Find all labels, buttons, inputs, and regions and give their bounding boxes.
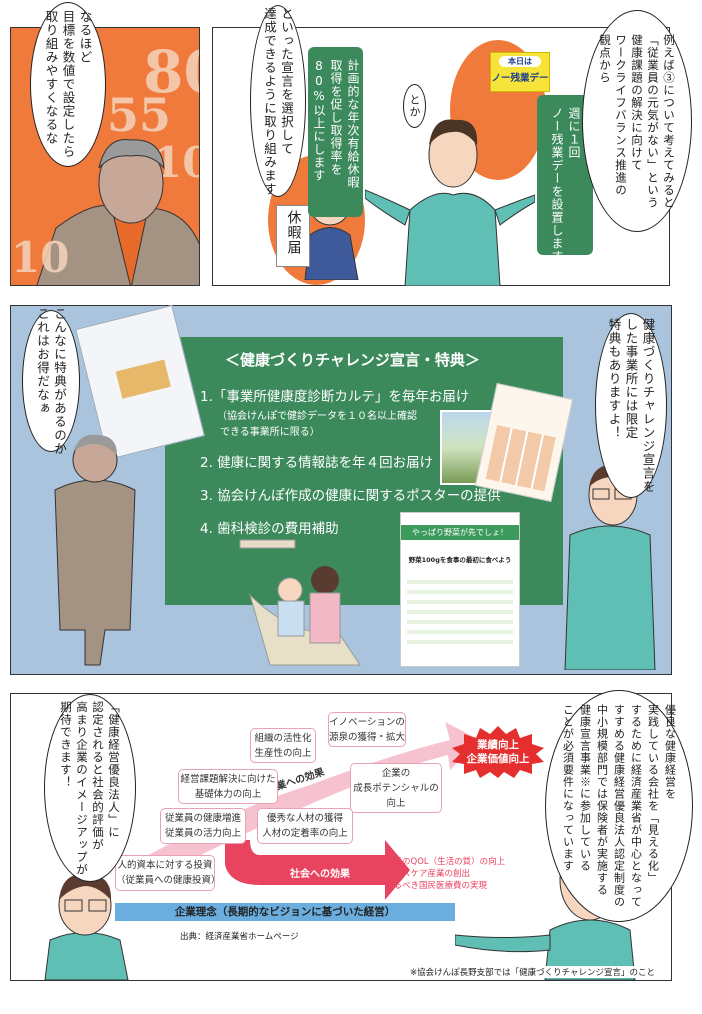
- result-burst: [452, 726, 544, 778]
- speech-bubble: 「健康経営優良法人」に 認定されると社会的評価が 高まり企業のイメージアップが …: [44, 694, 136, 882]
- benefit-item: 4. 歯科検診の費用補助: [200, 521, 339, 537]
- diagram-box-invest: 人的資本に対する投資 （従業員への健康投資）: [115, 855, 221, 891]
- philosophy-band: 企業理念（長期的なビジョンに基づいた経営）: [115, 903, 455, 921]
- employee-figure: [365, 119, 535, 286]
- employee-figure-left: [44, 873, 129, 980]
- diagram-box-base: 経営課題解決に向けた 基礎体力の向上: [178, 769, 278, 804]
- benefit-item: 2. 健康に関する情報誌を年４回お届け: [200, 455, 434, 471]
- speech-bubble: なるほど 目標を数値で設定したら 取り組みやすくなるな: [30, 2, 106, 167]
- manager-figure: [54, 434, 136, 666]
- speech-bubble: こんなに特典があるのか これはお得だなぁ: [22, 307, 80, 455]
- social-effect-label: 社会への効果: [290, 869, 350, 880]
- diagram-box-talent: 優秀な人材の獲得 人材の定着率の向上: [257, 808, 353, 844]
- bg-number: 80: [143, 38, 199, 106]
- leave-form: 休暇届: [276, 205, 310, 267]
- social-results: 国民のQOL（生活の質）の向上 ヘルスケア産業の創出 あるべき国民医療費の実現: [385, 857, 506, 891]
- diagram-box-health: 従業員の健康増進 従業員の活力向上: [160, 808, 246, 844]
- benefit-item: 1.「事業所健康度診断カルテ」を毎年お届け: [200, 389, 470, 405]
- source-note: 出典：経済産業省ホームページ: [180, 932, 299, 942]
- benefit-note: できる事業所に限る）: [220, 427, 320, 438]
- no-overtime-sign: 本日は ノー残業デー: [490, 52, 550, 92]
- benefit-item: 3. 協会けんぽ作成の健康に関するポスターの提供: [200, 488, 501, 504]
- dentist-illustration: [239, 539, 361, 666]
- diagram-box-potential: 企業の 成長ポテンシャルの 向上: [350, 763, 442, 813]
- diagram-box-org: 組織の活性化 生産性の向上: [250, 728, 316, 763]
- board-title: ＜健康づくりチャレンジ宣言・特典＞: [225, 351, 480, 369]
- diagram-box-innovation: イノベーションの 源泉の獲得・拡大: [328, 712, 406, 747]
- speech-bubble: 健康づくりチャレンジ宣言を した事業所には限定 特典もありますよ！: [595, 313, 667, 498]
- bubble-text: なるほど 目標を数値で設定したら 取り組みやすくなるな: [43, 10, 93, 159]
- declaration-box: 計画的な年次有給休暇 取得を促し取得率を 80%以上にします: [308, 47, 363, 217]
- vegetable-leaflet: やっぱり野菜が先でしょ！ 野菜100gを食事の最初に食べよう: [400, 512, 520, 667]
- result-text: 業績向上 企業価値向上: [466, 739, 530, 765]
- speech-bubble: といった宣言を選択して 達成できるように取り組みます: [250, 5, 306, 197]
- speech-bubble: 例えば③について考えてみると 「従業員の元気がない」という 健康課題の解決に向け…: [582, 10, 692, 232]
- bg-number: 10: [11, 233, 70, 282]
- manager-figure: [36, 139, 199, 285]
- benefit-note: （協会けんぽで健診データを１０名以上確認: [217, 411, 417, 422]
- bg-number: 55: [107, 88, 172, 142]
- speech-bubble: とか: [403, 84, 426, 128]
- footnote: ※協会けんぽ長野支部では「健康づくりチャレンジ宣言」のこと: [410, 966, 656, 978]
- speech-bubble: 優良な健康経営を 実践している会社を「見える化」 するために経済産業省が中心とな…: [545, 690, 693, 922]
